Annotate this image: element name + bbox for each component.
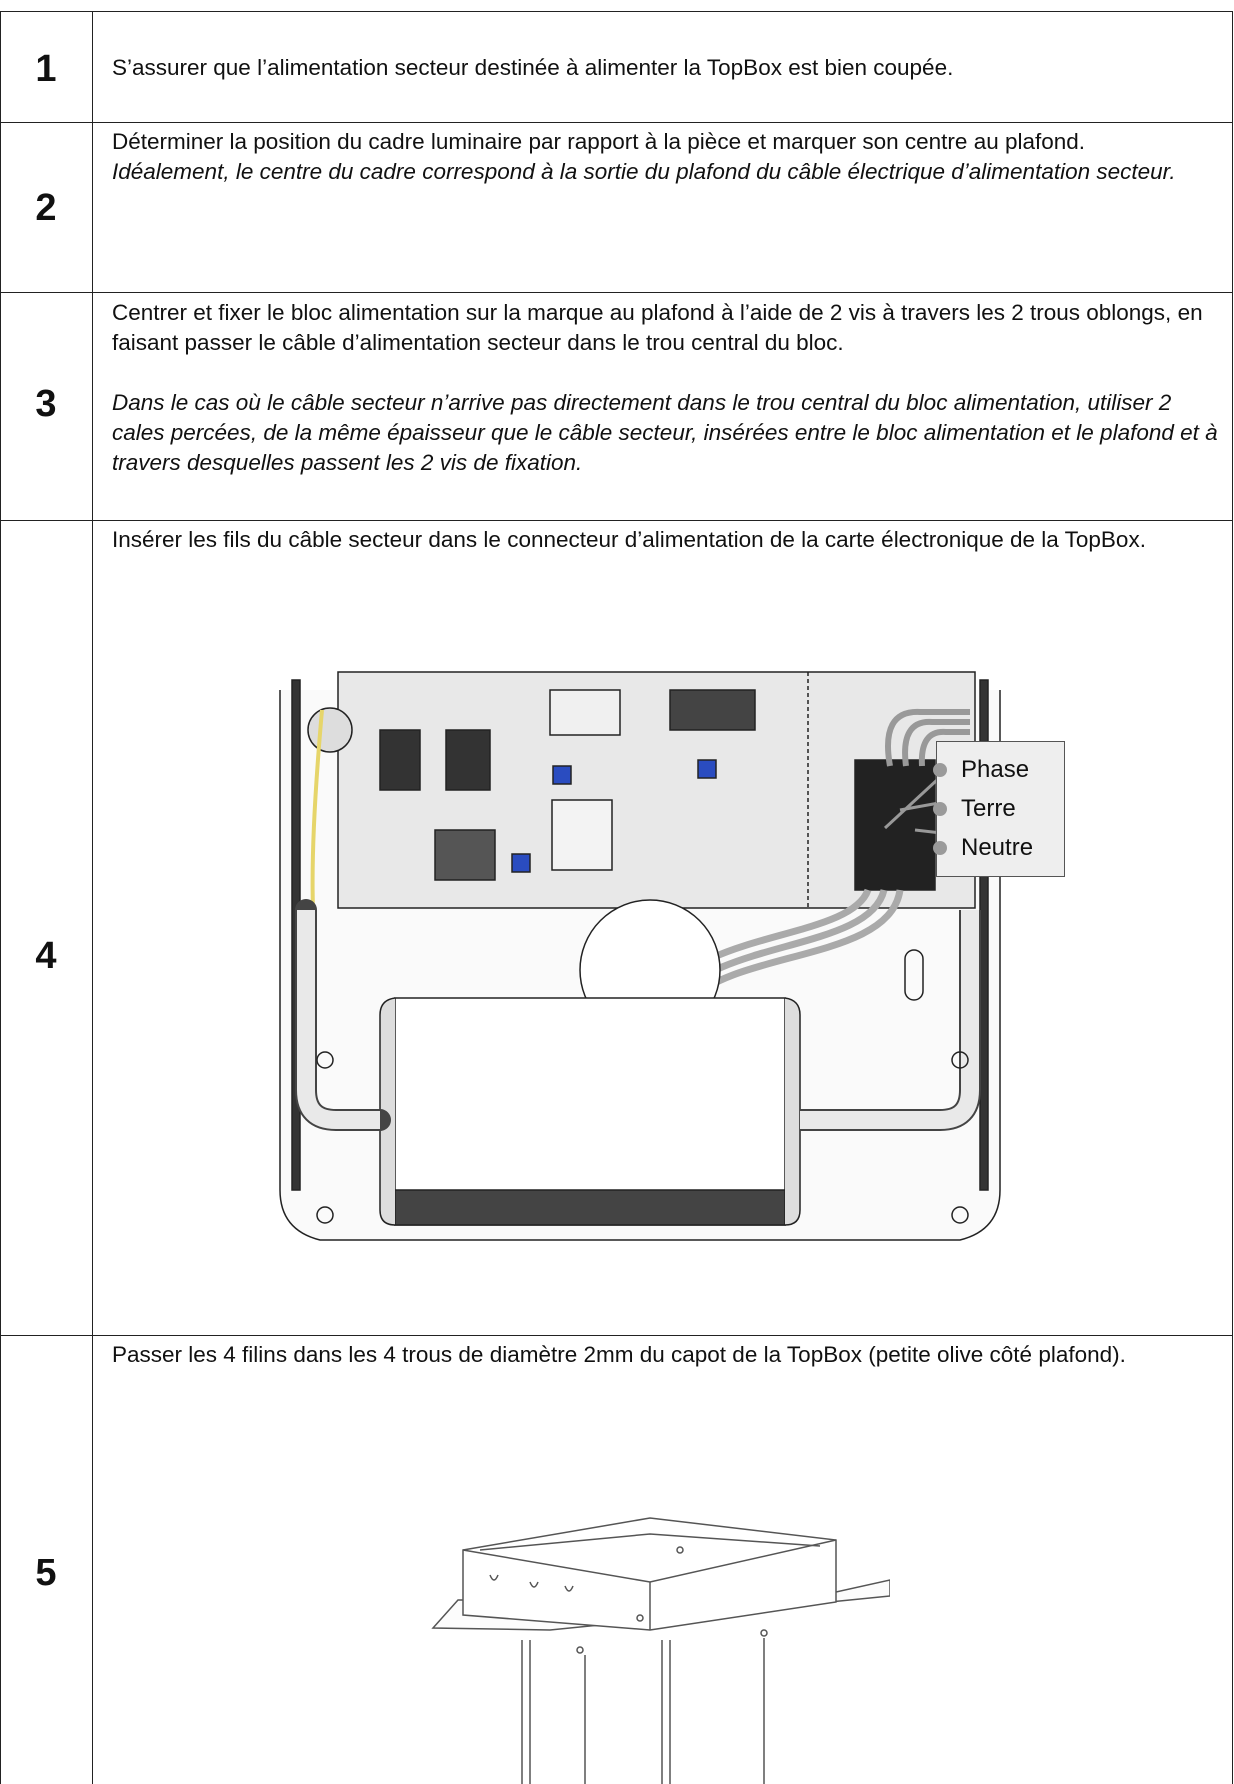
neutre-dot: [933, 841, 947, 855]
terre-label: Terre: [961, 795, 1016, 822]
step-note: Idéalement, le centre du cadre correspon…: [112, 159, 1176, 184]
topbox-wiring-illustration: [279, 671, 1001, 1241]
step-instruction: Déterminer la position du cadre luminair…: [112, 129, 1086, 154]
step-row-5: [0, 1335, 1233, 1784]
step-text: S’assurer que l’alimentation secteur des…: [112, 53, 1222, 83]
table-left-border: [0, 11, 1, 1784]
topbox-cover-illustration: [431, 1517, 890, 1784]
step-number: 1: [35, 48, 57, 90]
step-text: Passer les 4 filins dans les 4 trous de …: [112, 1340, 1222, 1370]
step-instruction: Insérer les fils du câble secteur dans l…: [112, 527, 1146, 552]
step-row-4: [0, 520, 1233, 1335]
step-text: Insérer les fils du câble secteur dans l…: [112, 525, 1222, 555]
step-number: 4: [35, 935, 57, 977]
step-number: 3: [35, 383, 57, 425]
step-note: Dans le cas où le câble secteur n’arrive…: [112, 390, 1218, 475]
neutre-label: Neutre: [961, 834, 1034, 861]
step-text: Centrer et fixer le bloc alimentation su…: [112, 298, 1222, 478]
phase-dot: [933, 763, 947, 777]
step-number: 2: [35, 187, 57, 229]
step-instruction: Centrer et fixer le bloc alimentation su…: [112, 300, 1203, 355]
step-row-3: [0, 292, 1233, 520]
step-instruction: Passer les 4 filins dans les 4 trous de …: [112, 1342, 1126, 1367]
number-column-divider: [92, 11, 93, 1784]
step-row-2: [0, 122, 1233, 292]
step-number: 5: [35, 1552, 57, 1594]
terre-dot: [933, 802, 947, 816]
phase-label: Phase: [961, 756, 1030, 783]
step-row-1: [0, 11, 1233, 122]
wire-legend: Phase Terre Neutre: [936, 741, 1065, 877]
legend-dots: [933, 763, 947, 855]
step-text: Déterminer la position du cadre luminair…: [112, 127, 1222, 187]
table-right-border: [1232, 11, 1233, 1784]
step-instruction: S’assurer que l’alimentation secteur des…: [112, 55, 954, 80]
